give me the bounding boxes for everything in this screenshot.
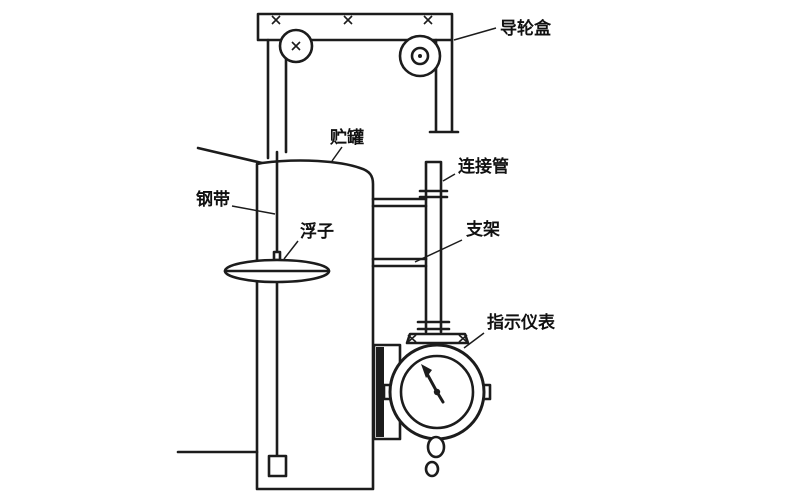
support-bracket xyxy=(371,197,428,268)
labels: 导轮盒 贮罐 连接管 钢带 浮子 支架 指示仪表 xyxy=(196,18,556,332)
gauge-pivot xyxy=(433,388,441,396)
tank-body xyxy=(255,159,375,491)
pipe-flange-upper xyxy=(418,189,449,199)
label-bracket: 支架 xyxy=(466,219,500,239)
leader-bracket xyxy=(414,239,463,263)
steel-band-and-float xyxy=(223,150,331,478)
bolt-icon xyxy=(458,334,468,343)
leader-storage-tank xyxy=(331,146,343,162)
gauge-pointer-tip xyxy=(421,364,432,378)
gauge-drain-fitting xyxy=(426,435,446,459)
bolt-icon xyxy=(407,334,417,343)
guide-wheel-box xyxy=(256,12,460,160)
gauge-drain-cap xyxy=(424,460,440,478)
gauge-top-flange xyxy=(405,332,470,345)
bolt-icon xyxy=(343,15,353,25)
leader-float xyxy=(283,240,299,260)
storage-tank xyxy=(176,146,375,491)
left-pulley-bolt-icon xyxy=(291,41,301,51)
leader-guide-wheel-box xyxy=(453,27,497,41)
label-steel-band: 钢带 xyxy=(196,189,230,209)
bracket-bar-upper xyxy=(371,197,428,208)
bracket-bar-lower xyxy=(371,257,428,268)
leader-lines xyxy=(231,27,497,349)
bolt-icon xyxy=(271,15,281,25)
band-weight xyxy=(267,454,288,478)
label-connecting-pipe: 连接管 xyxy=(458,156,509,176)
label-guide-wheel-box: 导轮盒 xyxy=(500,18,552,38)
indicator-gauge xyxy=(372,332,492,478)
leader-connecting-pipe xyxy=(442,173,456,182)
bolt-icon xyxy=(423,15,433,25)
pipe-body xyxy=(424,160,443,334)
connecting-pipe xyxy=(416,160,451,334)
right-pulley-axle xyxy=(418,54,422,58)
label-storage-tank: 贮罐 xyxy=(329,127,364,147)
leader-indicator xyxy=(463,332,485,349)
leader-steel-band xyxy=(231,205,276,215)
pipe-flange-lower xyxy=(416,320,451,331)
label-float: 浮子 xyxy=(300,221,334,241)
tank-top-slant-line xyxy=(196,146,264,165)
label-indicator-gauge: 指示仪表 xyxy=(487,312,556,332)
gauge-mount-shade xyxy=(376,347,384,437)
